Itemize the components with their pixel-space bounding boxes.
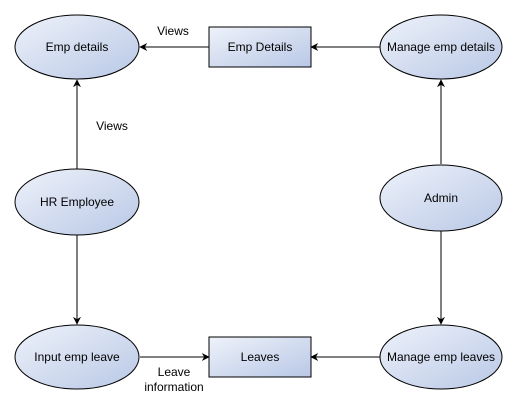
node-leaves-store: Leaves <box>208 336 312 378</box>
node-manage-emp-details: Manage emp details <box>379 14 503 80</box>
node-label: Emp details <box>46 40 109 54</box>
node-label: Input emp leave <box>34 350 120 364</box>
node-manage-emp-leaves: Manage emp leaves <box>379 324 503 390</box>
edge-label-views-left: Views <box>96 119 128 133</box>
node-label: Manage emp details <box>387 40 495 54</box>
node-input-emp-leave: Input emp leave <box>14 324 140 390</box>
node-emp-details: Emp details <box>14 14 140 80</box>
node-label: Leaves <box>241 350 280 364</box>
node-label: Emp Details <box>228 40 293 54</box>
node-label: Manage emp leaves <box>387 350 495 364</box>
node-hr-employee: HR Employee <box>14 168 140 236</box>
node-admin: Admin <box>379 164 503 232</box>
node-label: Admin <box>424 191 458 205</box>
edge-label-leave-information-line1: Leave <box>158 365 191 379</box>
node-label: HR Employee <box>40 195 114 209</box>
edge-label-leave-information-line2: information <box>144 380 203 394</box>
edge-label-views-top: Views <box>157 24 189 38</box>
node-emp-details-store: Emp Details <box>208 26 312 68</box>
